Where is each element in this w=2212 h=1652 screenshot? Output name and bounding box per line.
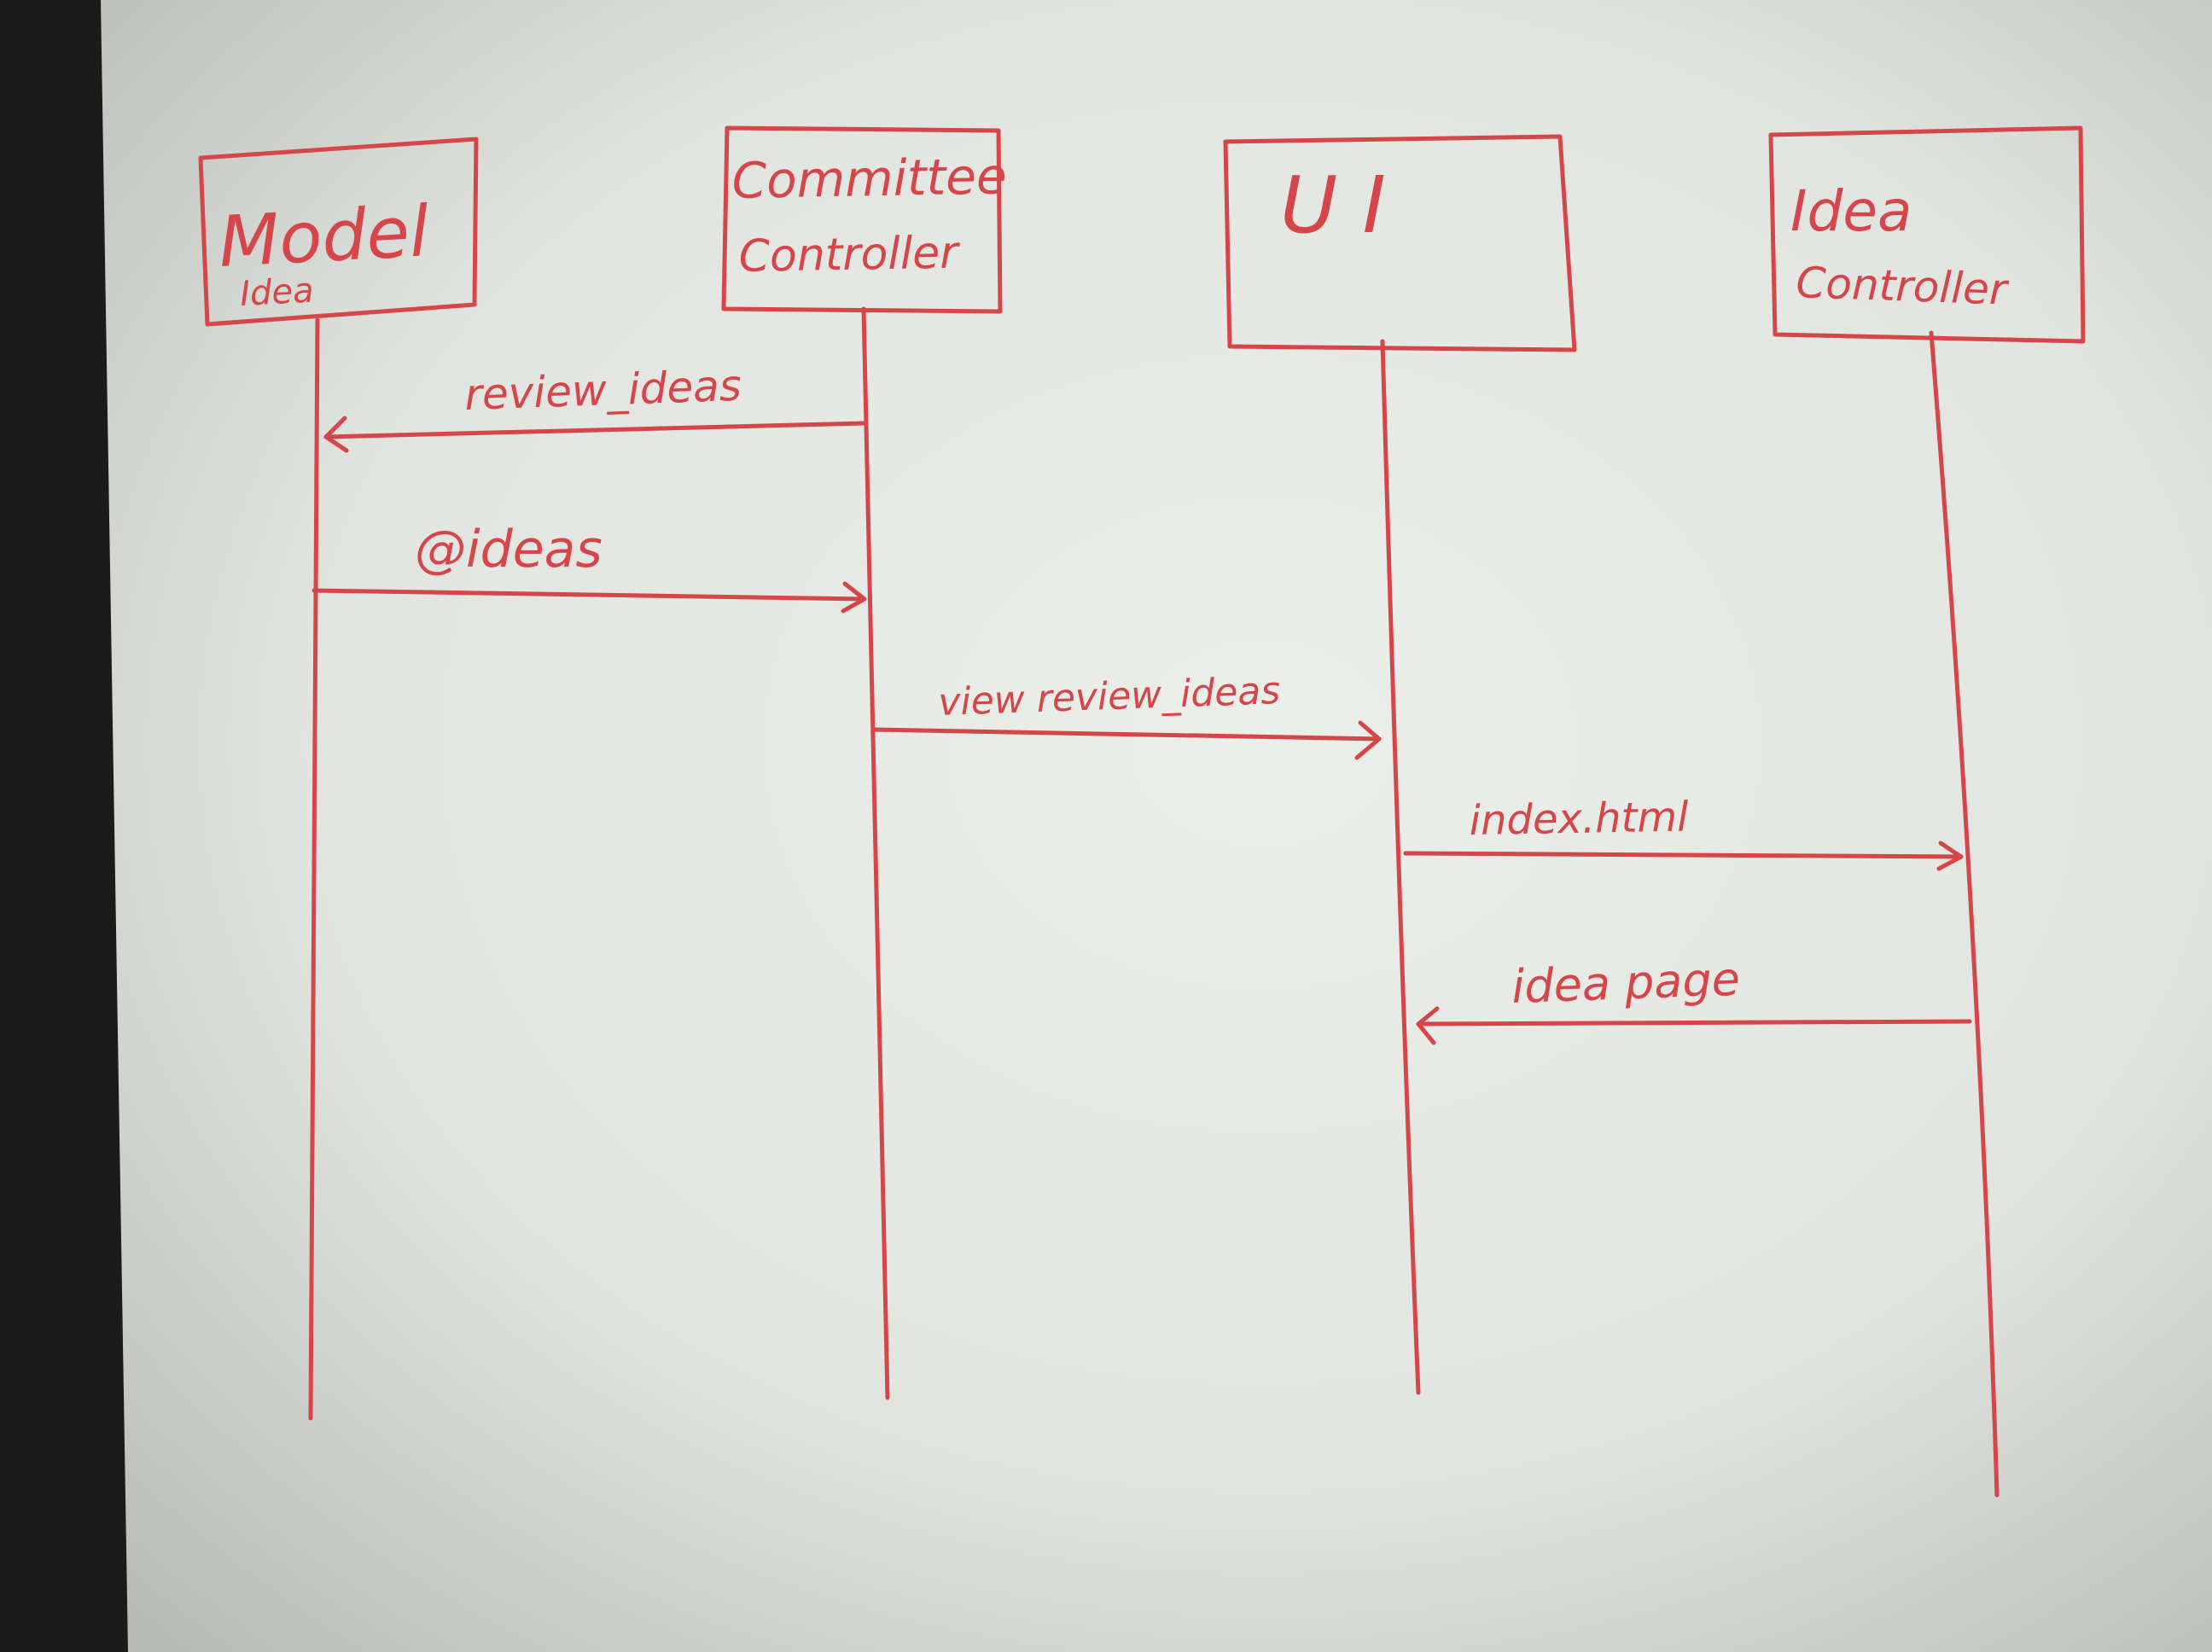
participant-labels: Model Idea Committee Controller U I Idea… — [217, 147, 2011, 314]
message-label: idea page — [1511, 952, 1741, 1014]
messages — [311, 416, 1972, 1045]
lifelines — [308, 306, 2000, 1498]
lifeline-idea — [1929, 330, 2000, 1498]
arrowhead — [841, 581, 867, 614]
participant-subtitle: Idea — [239, 271, 315, 314]
participant-subtitle: Controller — [738, 227, 962, 282]
message-arrow — [1416, 1019, 1972, 1027]
lifeline-committee — [861, 306, 890, 1400]
participant-box-idea — [1768, 125, 2086, 344]
arrowhead — [1354, 720, 1382, 760]
participant-box-committee — [721, 125, 1003, 314]
participant-title: Idea — [1790, 178, 1912, 244]
message-label: index.html — [1469, 794, 1689, 845]
message-label: @ideas — [415, 520, 602, 579]
participant-subtitle: Controller — [1796, 258, 2011, 315]
participant-title: U I — [1280, 160, 1386, 251]
arrowhead — [1936, 841, 1964, 871]
message-arrow — [1403, 851, 1964, 859]
participant-title: Model — [217, 191, 431, 283]
message-label: review_ideas — [463, 361, 742, 420]
lifeline-ui — [1380, 339, 1421, 1395]
arrowhead — [323, 416, 349, 453]
participant-box-model — [198, 137, 479, 327]
paper-sheet — [101, 0, 2212, 1652]
participant-box-ui — [1223, 134, 1577, 352]
message-arrow — [311, 588, 867, 602]
arrowhead — [1416, 1006, 1440, 1045]
lifeline-model — [308, 317, 320, 1421]
message-arrow — [871, 727, 1382, 742]
participant-boxes — [198, 125, 2086, 352]
participant-title: Committee — [731, 147, 1007, 210]
message-arrow — [323, 421, 867, 439]
